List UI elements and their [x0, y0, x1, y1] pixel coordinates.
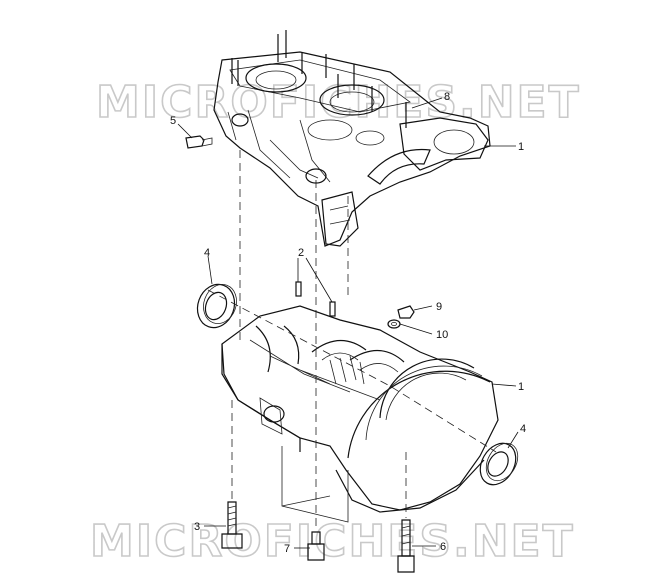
callout-5: 5: [170, 115, 176, 127]
callout-8: 8: [444, 91, 450, 103]
callout-9: 9: [436, 301, 442, 313]
callout-7: 7: [284, 543, 290, 555]
watermark-bottom: MICROFICHES.NET: [90, 516, 575, 567]
dowel-pins: [295, 281, 336, 317]
lower-crankcase: [221, 305, 499, 523]
callout-1-lower: 1: [518, 381, 524, 393]
watermark-top: MICROFICHES.NET: [96, 77, 581, 128]
callout-6: 6: [440, 541, 446, 553]
bolt-6: [397, 519, 415, 573]
bolt-3: [221, 501, 243, 549]
callout-1-upper: 1: [518, 141, 524, 153]
seal-right: [479, 442, 519, 486]
fitting-9: [397, 305, 415, 319]
callout-4-left: 4: [204, 247, 210, 259]
upper-crankcase: [213, 30, 491, 247]
seal-left: [196, 283, 237, 329]
callout-3: 3: [194, 521, 200, 533]
leader-lines: [177, 97, 519, 549]
screw-5: [185, 135, 213, 149]
callout-10: 10: [436, 329, 448, 341]
callout-4-right: 4: [520, 423, 526, 435]
callout-2: 2: [298, 247, 304, 259]
assembly-lines: [207, 150, 497, 530]
washer-10: [387, 319, 401, 329]
bolt-7: [307, 531, 325, 561]
